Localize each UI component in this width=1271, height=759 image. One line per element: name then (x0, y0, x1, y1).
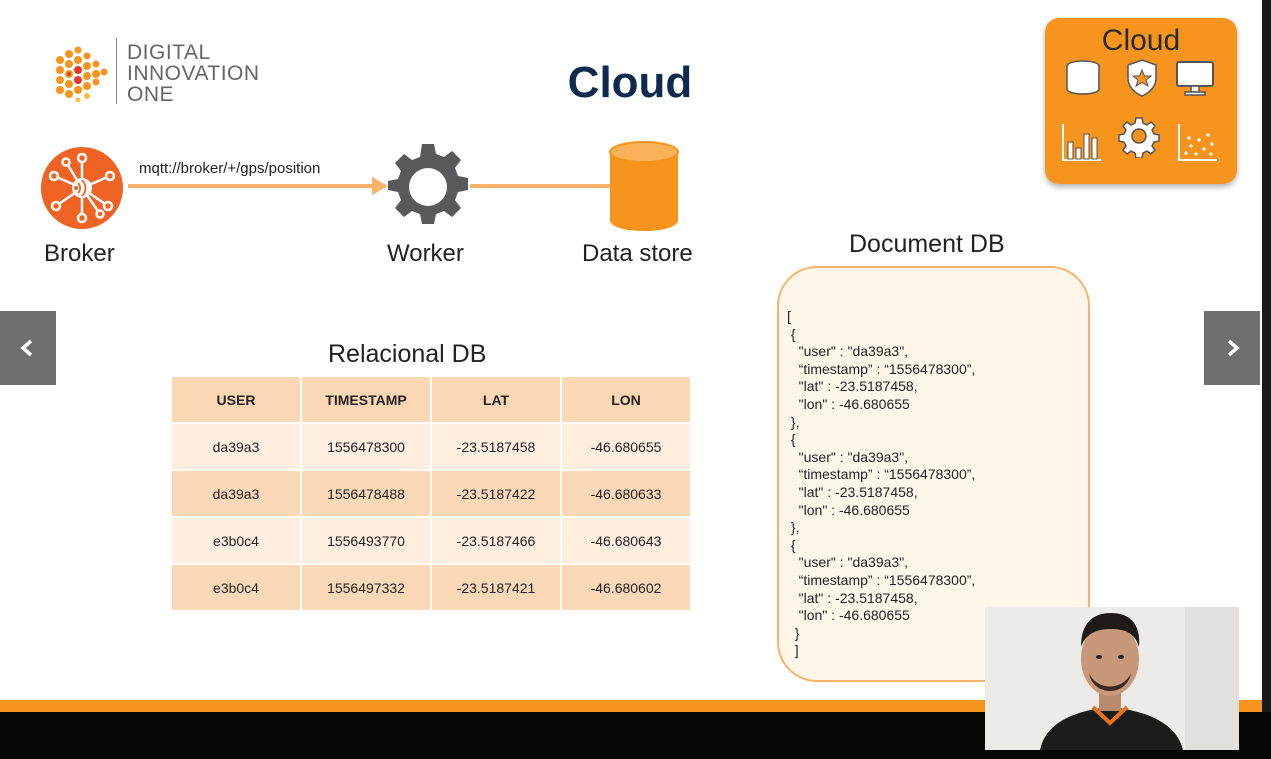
arrow-head-icon (372, 177, 388, 195)
broker-icon (41, 147, 123, 229)
presenter-webcam (985, 607, 1239, 750)
table-row: da39a3 1556478300 -23.5187458 -46.680655 (172, 424, 690, 469)
document-json-line: “timestamp” : “1556478300”, (787, 466, 976, 483)
column-header: LAT (432, 377, 560, 422)
document-json-line: ] (787, 642, 799, 659)
document-json-line: "user" : "da39a3", (787, 343, 909, 360)
document-db-json: [ { "user" : "da39a3", “timestamp” : “15… (787, 308, 975, 660)
slide: DIGITAL INNOVATION ONE Cloud Cloud (41, 18, 1237, 682)
table-cell: 1556493770 (302, 518, 430, 563)
table-cell: -23.5187422 (432, 471, 560, 516)
monitor-icon (1176, 61, 1214, 96)
document-json-line: { (787, 325, 796, 342)
table-cell: e3b0c4 (172, 565, 300, 610)
relational-db-title: Relacional DB (328, 340, 487, 368)
presenter-video-image (985, 607, 1239, 750)
broker-label: Broker (44, 240, 115, 267)
cloud-card-title: Cloud (1101, 24, 1181, 57)
table-cell: 1556478488 (302, 471, 430, 516)
database-icon (1066, 60, 1100, 95)
table-cell: da39a3 (172, 424, 300, 469)
table-cell: e3b0c4 (172, 518, 300, 563)
scatter-chart-icon (1178, 124, 1217, 161)
document-json-line: "user" : "da39a3", (787, 554, 909, 571)
document-json-line: "lon" : -46.680655 (787, 395, 910, 412)
table-cell: -23.5187458 (432, 424, 560, 469)
logo-text: DIGITAL INNOVATION ONE (127, 42, 260, 105)
document-json-line: “timestamp” : “1556478300”, (787, 360, 976, 377)
document-json-line: [ (787, 308, 791, 324)
document-json-line: }, (787, 413, 800, 430)
document-json-line: "user" : "da39a3", (787, 448, 909, 465)
document-json-line: "lat" : -23.5187458, (787, 378, 918, 395)
mqtt-topic-label: mqtt://broker/+/gps/position (139, 160, 321, 177)
logo-line-3: ONE (127, 83, 175, 106)
topic-arrow-line (128, 184, 378, 188)
worker-label: Worker (387, 240, 464, 267)
worker-datastore-line (470, 184, 610, 188)
document-json-line: “timestamp” : “1556478300”, (787, 571, 976, 588)
table-cell: -46.680643 (562, 518, 690, 563)
column-header: LON (562, 377, 690, 422)
cloud-card: Cloud (1045, 18, 1237, 184)
document-json-line: }, (787, 519, 800, 536)
logo-line-1: DIGITAL (127, 41, 211, 64)
document-json-line: { (787, 536, 796, 553)
logo-separator (116, 38, 117, 104)
logo-line-2: INNOVATION (127, 62, 260, 85)
document-json-line: "lat" : -23.5187458, (787, 483, 918, 500)
gear-icon (1118, 117, 1160, 158)
badge-icon (1127, 59, 1157, 97)
document-db-title: Document DB (849, 230, 1005, 258)
relational-db-table: USER TIMESTAMP LAT LON da39a3 1556478300… (170, 375, 692, 612)
document-json-line: } (787, 624, 800, 641)
next-slide-button[interactable] (1204, 311, 1260, 385)
data-store-label: Data store (582, 240, 693, 267)
footer-orange-bar (0, 700, 1262, 712)
previous-slide-button[interactable] (0, 311, 56, 385)
bar-chart-icon (1062, 124, 1101, 161)
column-header: TIMESTAMP (302, 377, 430, 422)
document-json-line: "lon" : -46.680655 (787, 607, 910, 624)
table-row: e3b0c4 1556497332 -23.5187421 -46.680602 (172, 565, 690, 610)
table-row: da39a3 1556478488 -23.5187422 -46.680633 (172, 471, 690, 516)
slide-title: Cloud (567, 58, 693, 107)
table-cell: 1556497332 (302, 565, 430, 610)
data-store-icon (609, 141, 679, 231)
document-json-line: { (787, 431, 796, 448)
table-cell: -46.680655 (562, 424, 690, 469)
digital-innovation-one-logo: DIGITAL INNOVATION ONE (52, 38, 282, 108)
column-header: USER (172, 377, 300, 422)
table-cell: -46.680633 (562, 471, 690, 516)
table-header-row: USER TIMESTAMP LAT LON (172, 377, 690, 422)
table-cell: -23.5187421 (432, 565, 560, 610)
table-cell: 1556478300 (302, 424, 430, 469)
logo-mark-icon (56, 46, 108, 102)
table-cell: -23.5187466 (432, 518, 560, 563)
table-row: e3b0c4 1556493770 -23.5187466 -46.680643 (172, 518, 690, 563)
chevron-right-icon (1227, 339, 1240, 357)
document-json-line: "lon" : -46.680655 (787, 501, 910, 518)
chevron-left-icon (20, 339, 33, 357)
table-cell: -46.680602 (562, 565, 690, 610)
window-edge (1262, 0, 1271, 759)
table-cell: da39a3 (172, 471, 300, 516)
worker-gear-icon (388, 144, 468, 224)
document-json-line: "lat" : -23.5187458, (787, 589, 918, 606)
